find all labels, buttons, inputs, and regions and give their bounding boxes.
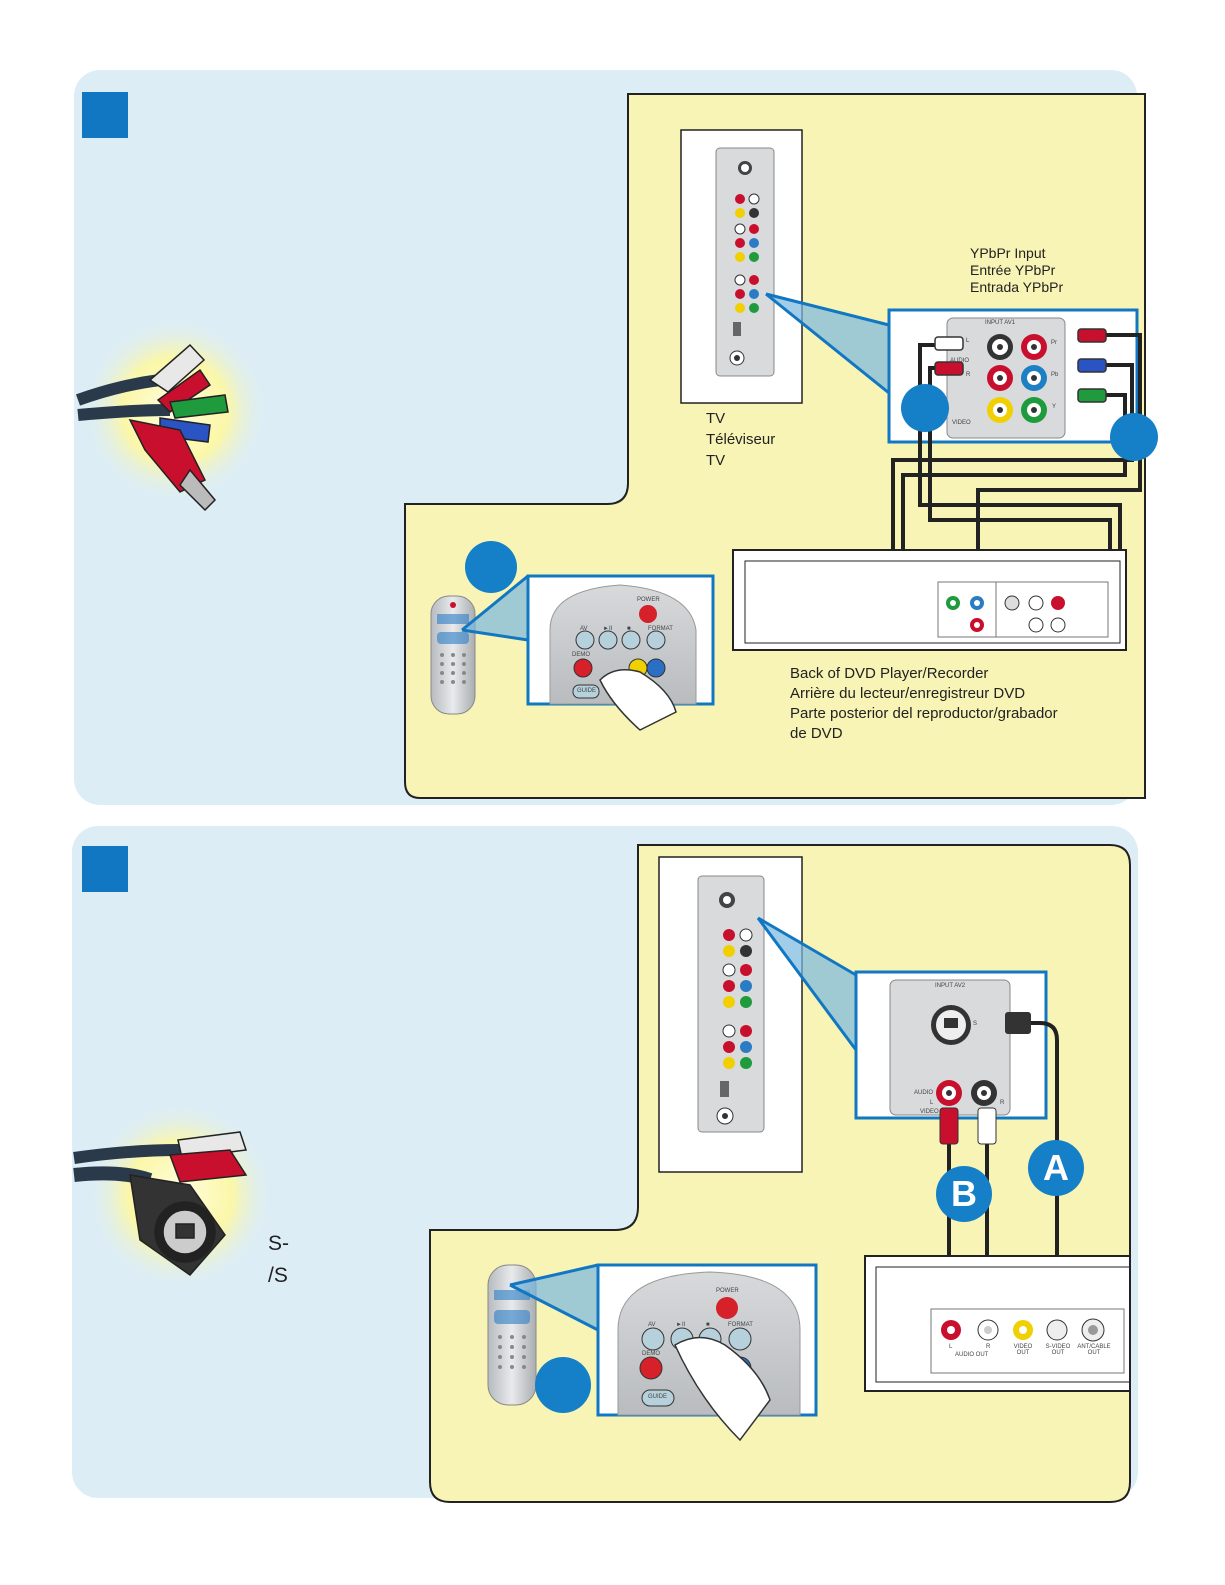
tv-label-en: TV — [706, 410, 726, 427]
remote-playpause-label-top: ►II — [603, 626, 613, 632]
ypbpr-label-en: YPbPr Input — [970, 245, 1046, 261]
dvd-jacks-top — [946, 595, 1066, 633]
hand-pointer-top — [599, 669, 677, 731]
tv-jack-l-top: L — [966, 338, 970, 344]
step-circle-top-right — [1110, 413, 1158, 461]
remote-guide-label-top: GUIDE — [577, 688, 597, 694]
remote-format-label-bottom: FORMAT — [728, 1322, 753, 1328]
cable-b-badge: B — [936, 1166, 992, 1222]
remote-small-bottom — [487, 1264, 537, 1406]
tv-jack-video-bottom: VIDEO — [920, 1109, 939, 1115]
remote-power-label-top: POWER — [637, 597, 660, 603]
tv-jack-video-top: VIDEO — [952, 420, 971, 426]
remote-small-top — [430, 595, 476, 715]
svideo-label: S- /S — [268, 1228, 289, 1292]
remote-stop-label-bottom: ■ — [706, 1322, 710, 1328]
cable-a-badge: A — [1028, 1140, 1084, 1196]
remote-format-label-top: FORMAT — [648, 626, 673, 632]
svideo-label-line1: S- — [268, 1232, 289, 1255]
remote-playpause-label-bottom: ►II — [676, 1322, 686, 1328]
tv-jack-pr-top: Pr — [1051, 340, 1057, 346]
dvd-out-r: R — [986, 1344, 991, 1350]
hand-pointer-bottom — [674, 1336, 771, 1442]
remote-av-label-top: AV — [580, 626, 588, 632]
tv-rca-jacks-top — [987, 334, 1047, 423]
remote-av-label-bottom: AV — [648, 1322, 656, 1328]
remote-guide-label-bottom: GUIDE — [648, 1394, 668, 1400]
dvd-ant-out: ANT/CABLE OUT — [1077, 1344, 1111, 1356]
ypbpr-label-fr: Entrée YPbPr — [970, 262, 1056, 278]
dvd-back-label-es: Parte posterior del reproductor/grabador — [790, 705, 1058, 722]
tv-jack-title-bottom: INPUT AV2 — [935, 983, 966, 989]
remote-demo-label-top: DEMO — [572, 652, 590, 658]
tv-jack-audio-top: AUDIO — [950, 358, 970, 364]
tv-label: TV Téléviseur TV — [706, 408, 775, 471]
step-circle-top-left — [901, 384, 949, 432]
remote-power-label-bottom: POWER — [716, 1288, 739, 1294]
svideo-cable-illustration — [73, 1131, 248, 1277]
tv-label-fr: Téléviseur — [706, 431, 776, 448]
step-marker-bottom — [82, 846, 128, 892]
remote-stop-label-top: ■ — [627, 626, 631, 632]
tv-label-es: TV — [706, 452, 726, 469]
tv-jack-r-bottom: R — [1000, 1100, 1005, 1106]
tv-jack-s-bottom: S — [973, 1021, 978, 1027]
step-circle-remote-bottom — [535, 1357, 591, 1413]
dvd-out-l: L — [949, 1344, 953, 1350]
component-cable-illustration — [75, 343, 229, 512]
tv-jack-pb-top: Pb — [1051, 372, 1059, 378]
dvd-jacks-bottom — [941, 1318, 1105, 1342]
tv-jack-r-top: R — [966, 372, 971, 378]
dvd-audio-out: AUDIO OUT — [955, 1352, 989, 1358]
step-marker-top — [82, 92, 128, 138]
ypbpr-label-es: Entrada YPbPr — [970, 279, 1064, 295]
tv-jack-y-top: Y — [1052, 404, 1057, 410]
dvd-svideo-out: S-VIDEO OUT — [1045, 1344, 1071, 1356]
remote-demo-label-bottom: DEMO — [642, 1351, 660, 1357]
dvd-back-label-fr: Arrière du lecteur/enregistreur DVD — [790, 685, 1026, 702]
dvd-video-out: VIDEO OUT — [1013, 1344, 1033, 1356]
tv-jack-title-top: INPUT AV1 — [985, 320, 1016, 326]
ypbpr-input-label: YPbPr Input Entrée YPbPr Entrada YPbPr — [970, 245, 1063, 296]
tv-jacks-small-bottom — [716, 892, 753, 1125]
tv-jack-audio-bottom: AUDIO — [914, 1090, 934, 1096]
svideo-label-line2: /S — [268, 1264, 288, 1287]
dvd-back-label: Back of DVD Player/Recorder Arrière du l… — [790, 664, 1058, 744]
tv-jack-l-bottom: L — [930, 1100, 934, 1106]
step-circle-remote-top — [465, 541, 517, 593]
dvd-back-label-es-cont: de DVD — [790, 725, 843, 742]
dvd-back-label-en: Back of DVD Player/Recorder — [790, 665, 989, 682]
tv-jacks-small-top — [729, 161, 760, 366]
